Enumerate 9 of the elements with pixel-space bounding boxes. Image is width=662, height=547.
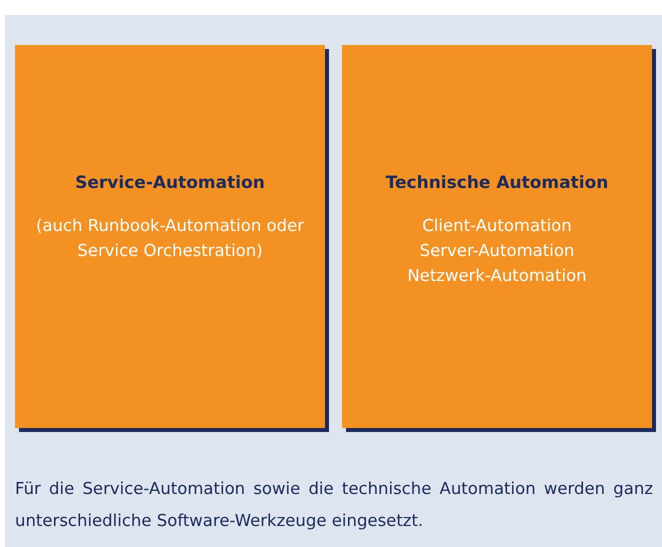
box-text: (auch Runbook-Automation oder Service Orchestration) [34,215,306,262]
caption: Für die Service-Automation sowie die technische Automation werden ganz unterschiedliche Software-Werkzeuge eingesetzt. [15,478,653,532]
box-heading: Technische Automation [384,173,610,193]
category-box [15,45,325,428]
category-box [342,45,652,428]
box-text: Netzwerk-Automation [406,265,588,287]
box-text: Server-Automation [418,240,576,262]
box-heading: Service-Automation [74,173,266,193]
box-text: Client-Automation [421,215,573,237]
